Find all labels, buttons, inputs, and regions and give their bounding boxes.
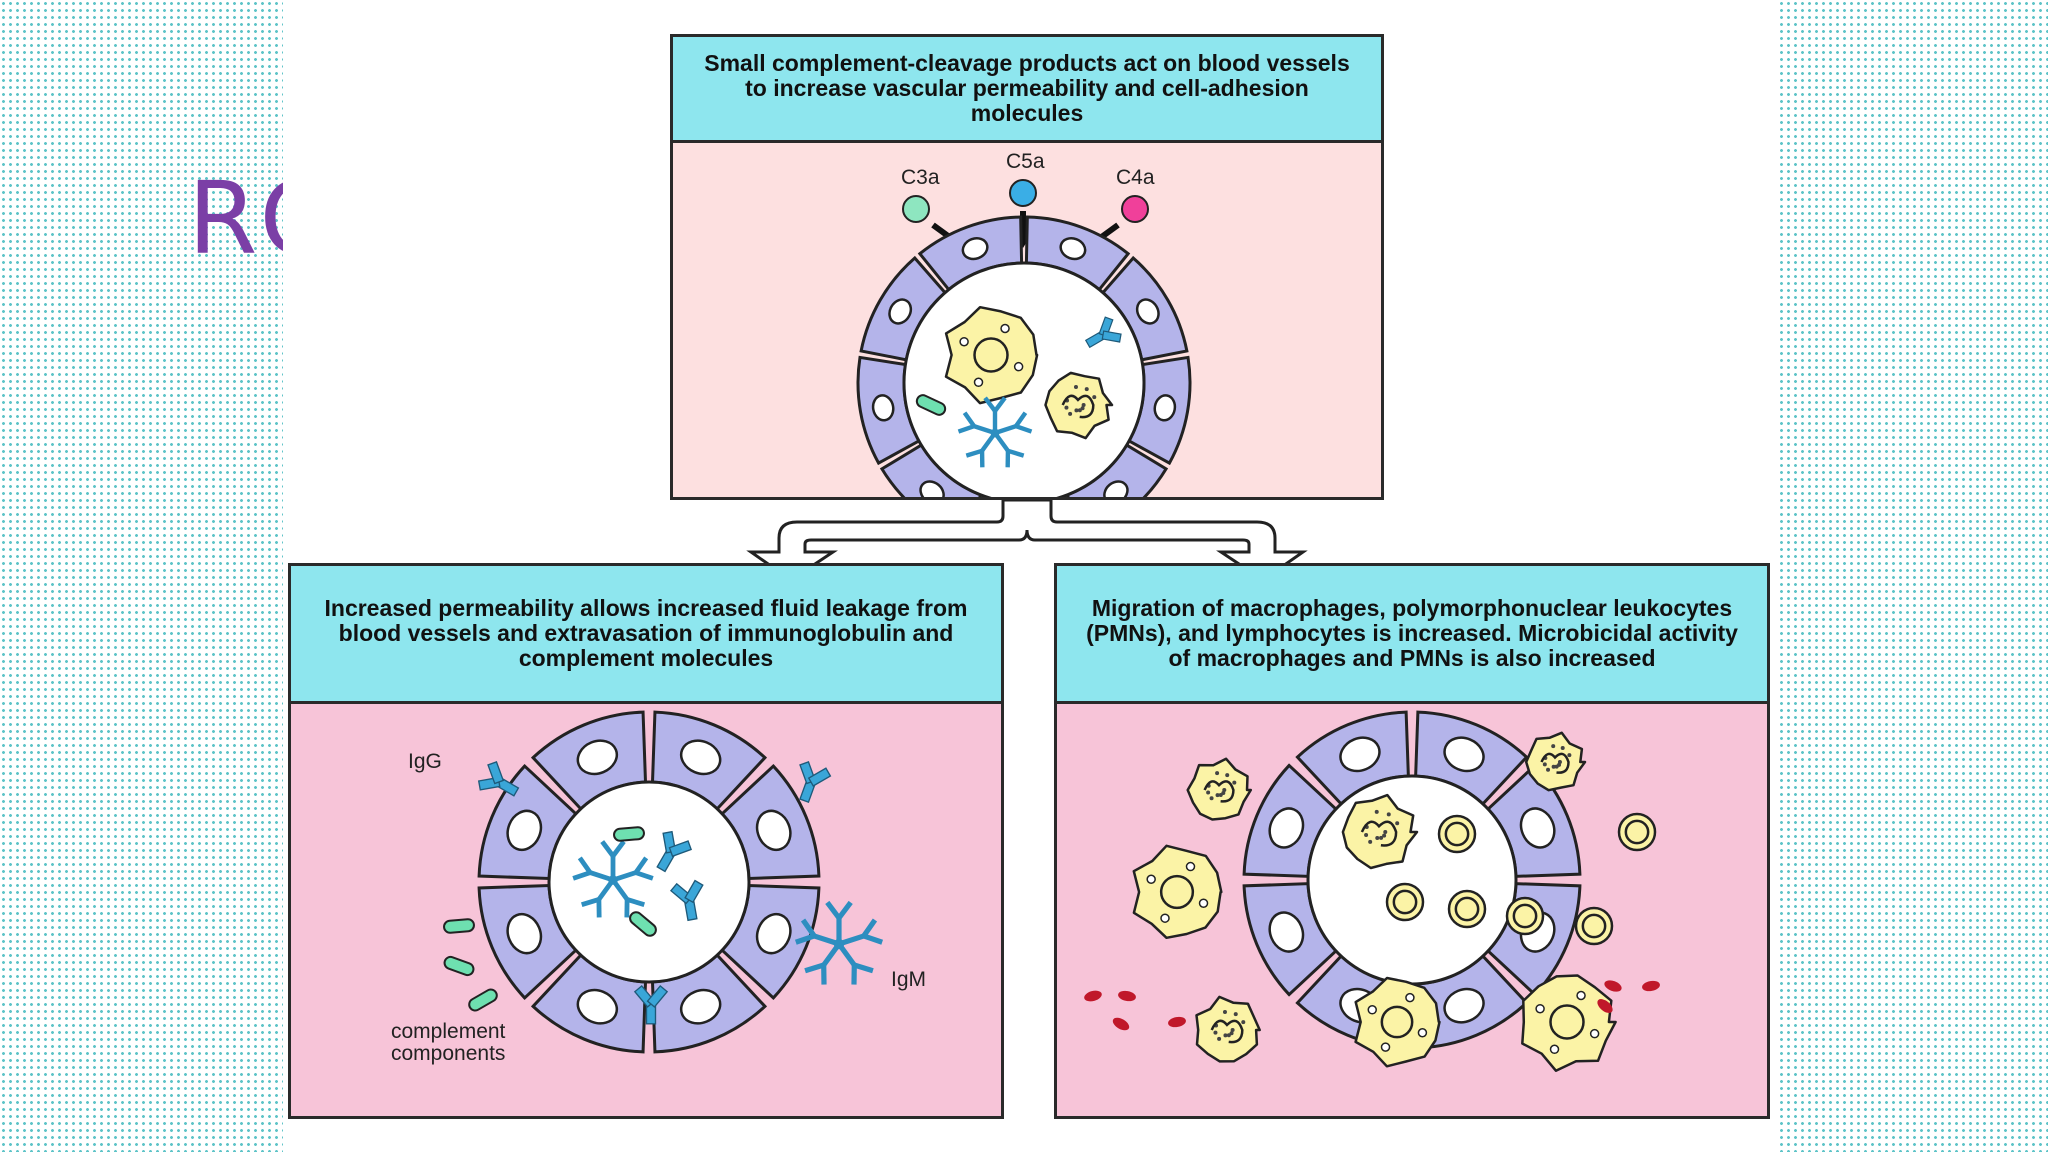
lymphocyte-icon [1437, 814, 1477, 854]
pmn-icon [1044, 371, 1114, 440]
cell-nucleus-icon [871, 394, 895, 422]
right-vessel-illustration [1084, 710, 1660, 1072]
top-box: Small complement-cleavage products act o… [670, 34, 1384, 500]
left-box-body: IgG IgM complement components [291, 704, 1001, 1116]
top-box-body: C3a C5a C4a [673, 143, 1381, 497]
lymphocyte-icon-3 [1447, 889, 1487, 929]
left-vessel-illustration: IgG IgM complement components [391, 710, 926, 1065]
right-box-heading: Migration of macrophages, polymorphonucl… [1057, 566, 1767, 704]
pmn-outside-icon-2 [1195, 995, 1261, 1063]
complement-lumen-icon [613, 826, 645, 842]
cell-nucleus-icon [1268, 807, 1305, 849]
complement-fragment-icon [915, 394, 947, 416]
right-box-body [1057, 704, 1767, 1116]
igm-outside-icon [794, 900, 884, 985]
cell-nucleus-icon [506, 912, 543, 955]
igg-lumen-icon-2 [669, 879, 704, 922]
cell-nucleus-icon [1443, 736, 1485, 773]
cell-nucleus-icon [576, 739, 619, 776]
c5a-label: C5a [1006, 150, 1045, 173]
cell-nucleus-icon [1059, 237, 1087, 261]
complement-inflammation-figure: Small complement-cleavage products act o… [283, 0, 1778, 1152]
complement-outside-icon-2 [443, 955, 475, 977]
cell-nucleus-icon [1135, 298, 1160, 325]
c3a-molecule-icon [902, 195, 930, 223]
leaky-vessel-icon [477, 710, 821, 1054]
cell-nucleus-icon [961, 237, 989, 261]
lymphocyte-icon-4 [1505, 896, 1545, 936]
bacterium-icon [1084, 990, 1102, 1002]
cell-nucleus-icon [1103, 480, 1129, 497]
cell-nucleus-icon [755, 912, 792, 955]
cell-nucleus-icon [679, 988, 722, 1025]
vessel-lumen-icon [547, 780, 751, 984]
right-box: Migration of macrophages, polymorphonucl… [1054, 563, 1770, 1119]
macrophage-icon [944, 305, 1039, 405]
left-box-heading: Increased permeability allows increased … [291, 566, 1001, 704]
bacterium-icon [1112, 1017, 1130, 1031]
lymphocyte-icon-2 [1385, 882, 1425, 922]
cell-nucleus-icon [919, 480, 945, 497]
pmn-extravasating-icon [1524, 731, 1587, 792]
lymphocyte-outside-icon [1617, 812, 1657, 852]
vessel-lumen-icon [1306, 774, 1518, 986]
igg-lumen-icon [656, 830, 693, 873]
complement-lumen-icon-2 [629, 911, 657, 937]
left-box: Increased permeability allows increased … [288, 563, 1004, 1119]
cell-nucleus-icon [1153, 394, 1177, 422]
bacterium-icon [1642, 980, 1660, 992]
c4a-label: C4a [1116, 166, 1155, 189]
cell-nucleus-icon [576, 988, 619, 1025]
cell-nucleus-icon [1339, 736, 1381, 773]
macrophage-outside-icon [1132, 844, 1223, 940]
bacterium-icon [1597, 999, 1613, 1013]
bacterium-icon [1604, 980, 1622, 992]
cell-nucleus-icon [755, 809, 792, 852]
cell-nucleus-icon [679, 739, 722, 776]
cell-nucleus-icon [1519, 807, 1556, 849]
igg-outside-icon-2 [799, 760, 832, 804]
c5a-molecule-icon [1009, 179, 1037, 207]
c3a-label: C3a [901, 166, 940, 189]
bacterium-icon [1168, 1016, 1186, 1028]
bacterium-icon [1118, 990, 1136, 1002]
igm-label: IgM [891, 968, 926, 991]
complement-label: complement [391, 1020, 506, 1043]
cell-nucleus-icon [506, 809, 543, 852]
complement-outside-icon [443, 918, 475, 934]
igg-leaking-icon [633, 984, 669, 1025]
cell-nucleus-icon [1443, 987, 1485, 1024]
igm-lumen-icon [572, 840, 654, 918]
igm-icon [957, 396, 1033, 468]
pmn-outside-icon [1186, 757, 1253, 821]
top-vessel-illustration: C3a C5a C4a [856, 150, 1192, 497]
igg-icon [1084, 316, 1122, 349]
top-box-heading: Small complement-cleavage products act o… [673, 37, 1381, 143]
macrophage-outside-icon-2 [1521, 974, 1617, 1072]
pmn-lumen-icon [1341, 793, 1419, 870]
lymphocyte-outside-icon-2 [1574, 906, 1614, 946]
macrophage-extravasating-icon [1354, 976, 1441, 1068]
complement-outside-icon-3 [468, 988, 498, 1012]
igg-label: IgG [408, 750, 442, 773]
migration-vessel-icon [1242, 710, 1582, 1050]
fork-arrow-icon [746, 500, 1308, 580]
c4a-molecule-icon [1121, 195, 1149, 223]
cell-nucleus-icon [1268, 911, 1305, 953]
components-label-text: components [391, 1042, 505, 1065]
cell-nucleus-icon [888, 298, 913, 325]
igg-outside-icon [477, 760, 520, 797]
